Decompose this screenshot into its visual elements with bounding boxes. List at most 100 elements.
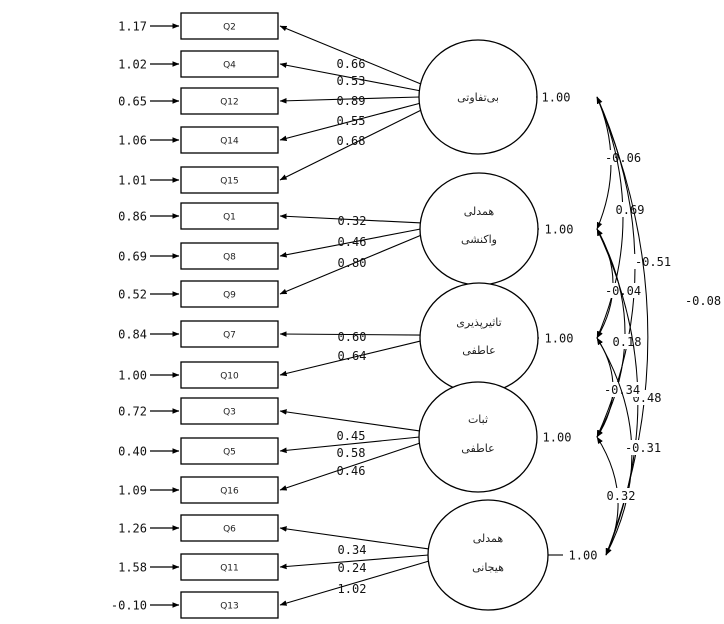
- correlation-value: -0.51: [635, 255, 671, 269]
- item-box: [180, 202, 279, 230]
- item-label: Q11: [220, 564, 239, 574]
- loading-value: 0.53: [337, 74, 366, 88]
- loading-arrow: [279, 213, 422, 224]
- factor-name: عاطفی: [461, 442, 494, 455]
- correlation-arc: [596, 96, 649, 556]
- error-variance-label: 1.00: [118, 369, 147, 383]
- factor-ellipse: [427, 499, 549, 611]
- item-box: [180, 166, 279, 194]
- item-label: Q4: [223, 61, 236, 71]
- factor-name: همدلی: [464, 205, 495, 218]
- loading-arrow: [279, 526, 430, 550]
- loading-arrow: [279, 96, 420, 104]
- item-label: Q10: [220, 372, 239, 382]
- loading-arrow: [279, 442, 421, 491]
- item-label: Q3: [223, 408, 236, 418]
- loading-value: 1.02: [338, 582, 367, 596]
- factor-variance: 1.00: [545, 223, 574, 237]
- error-variance-label: 0.84: [118, 328, 147, 342]
- error-variance-label: 1.17: [118, 20, 147, 34]
- error-variance-label: 0.72: [118, 405, 147, 419]
- item-label: Q13: [220, 602, 239, 612]
- correlation-label-bg: [603, 283, 643, 298]
- item-box: [180, 514, 279, 542]
- item-label: Q2: [223, 23, 236, 33]
- factor-variance: 1.00: [545, 332, 574, 346]
- correlation-label-bg: [623, 440, 663, 455]
- loading-arrow: [279, 436, 420, 454]
- error-variance-label: -0.10: [111, 599, 147, 613]
- item-box: [180, 397, 279, 425]
- correlation-label-bg: [683, 293, 723, 308]
- error-variance-label: 0.86: [118, 210, 147, 224]
- correlation-value: -0.34: [604, 383, 640, 397]
- loading-value: 0.24: [338, 561, 367, 575]
- correlation-value: 0.69: [616, 203, 645, 217]
- factor-name: تاثیرپذیری: [456, 316, 501, 329]
- loading-arrow: [279, 108, 424, 181]
- loading-value: 0.80: [338, 256, 367, 270]
- factor-ellipse: [419, 282, 539, 394]
- item-box: [180, 553, 279, 581]
- error-variance-label: 0.40: [118, 445, 147, 459]
- correlation-value: 0.18: [613, 335, 642, 349]
- item-label: Q1: [223, 213, 236, 223]
- error-variance-label: 0.65: [118, 95, 147, 109]
- factor-ellipse: [419, 172, 539, 286]
- loading-value: 0.60: [338, 330, 367, 344]
- item-label: Q14: [220, 137, 239, 147]
- error-variance-label: 1.09: [118, 484, 147, 498]
- item-box: [180, 50, 279, 78]
- error-variance-label: 0.52: [118, 288, 147, 302]
- loading-arrow: [279, 102, 421, 142]
- item-box: [180, 12, 279, 40]
- loading-arrow: [279, 62, 421, 92]
- correlation-label-bg: [602, 382, 642, 397]
- loading-value: 0.58: [337, 446, 366, 460]
- error-variance-label: 1.02: [118, 58, 147, 72]
- loading-arrow: [279, 234, 422, 295]
- item-box: [180, 361, 279, 389]
- loading-arrow: [279, 409, 421, 432]
- item-label: Q16: [220, 487, 239, 497]
- loading-arrow: [279, 331, 421, 337]
- loading-arrow: [279, 554, 429, 570]
- error-variance-label: 0.69: [118, 250, 147, 264]
- error-variance-label: 1.06: [118, 134, 147, 148]
- correlation-label-bg: [601, 488, 641, 503]
- error-terms: 1.17 1.02 0.65 1.06 1.01 0.86 0.69 0.52 0.84 1.00…: [111, 20, 180, 613]
- factor-name: ثبات: [468, 413, 488, 426]
- loading-value: 0.34: [338, 543, 367, 557]
- factor-name: واکنشی: [461, 233, 497, 246]
- correlation-value: -0.08: [685, 294, 721, 308]
- item-label: Q9: [223, 291, 236, 301]
- item-box: [180, 591, 279, 619]
- factor-name: عاطفی: [462, 344, 495, 357]
- error-variance-label: 1.01: [118, 174, 147, 188]
- item-label: Q12: [220, 98, 239, 108]
- factor-variance: 1.00: [543, 431, 572, 445]
- loading-value: 0.46: [338, 235, 367, 249]
- item-box: [180, 437, 279, 465]
- factor-correlations: -0.060.69-0.51-0.08-0.040.180.48-0.34-0.…: [596, 96, 723, 556]
- correlation-value: -0.04: [605, 284, 641, 298]
- loading-value: 0.46: [337, 464, 366, 478]
- loading-value: 0.64: [338, 349, 367, 363]
- loading-value: 0.89: [337, 94, 366, 108]
- correlation-value: -0.31: [625, 441, 661, 455]
- correlation-label-bg: [610, 202, 650, 217]
- factor-name: هیجانی: [472, 561, 504, 574]
- item-label: Q8: [223, 253, 236, 263]
- loading-arrow: [279, 228, 421, 258]
- factor-name: بی‌تفاوتی: [457, 91, 499, 104]
- item-box: [180, 476, 279, 504]
- loading-value: 0.45: [337, 429, 366, 443]
- item-label: Q5: [223, 448, 236, 458]
- item-label: Q15: [220, 177, 239, 187]
- loading-arrow: [279, 340, 421, 377]
- factor-variance: 1.00: [542, 91, 571, 105]
- factor-variance: 1.00: [569, 549, 598, 563]
- loading-value: 0.55: [337, 114, 366, 128]
- item-box: [180, 280, 279, 308]
